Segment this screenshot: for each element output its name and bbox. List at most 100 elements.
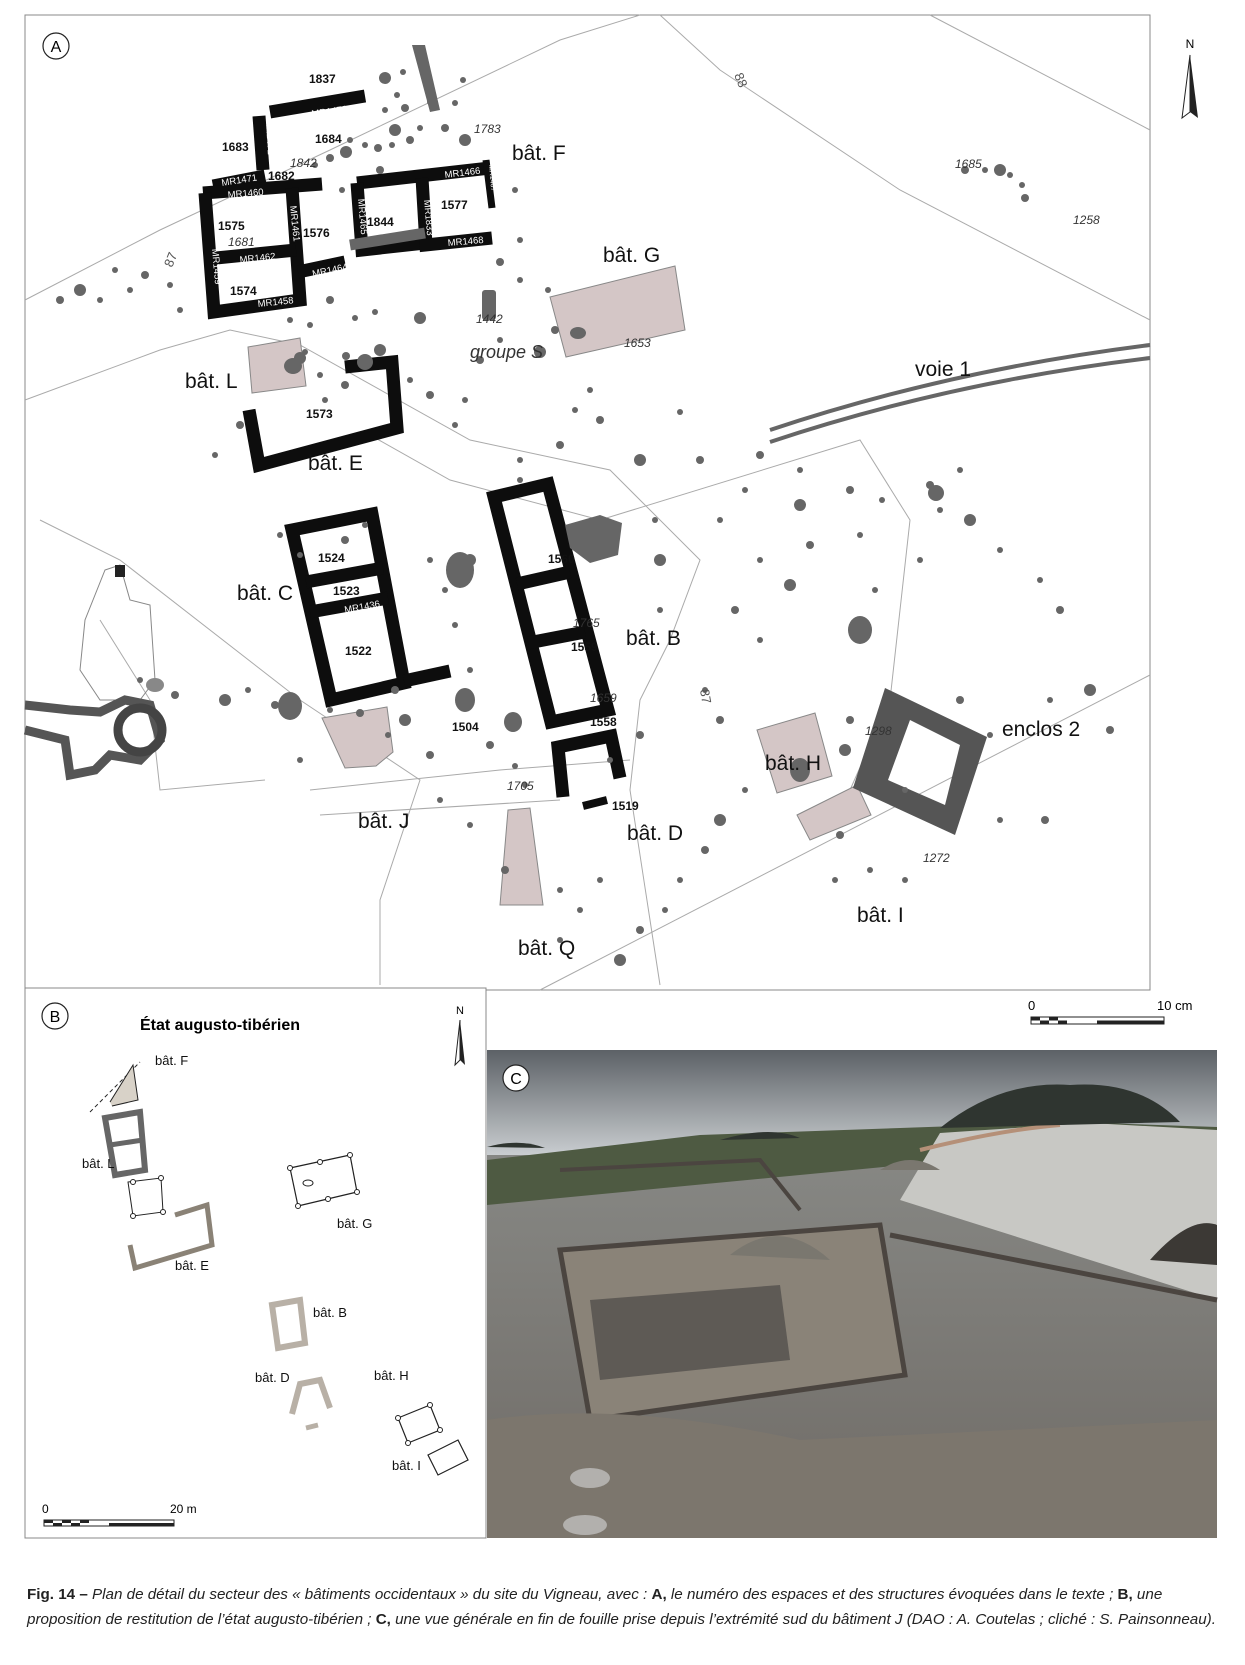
building-label: bât. G [603,244,660,267]
posthole [702,687,708,693]
svg-text:N: N [1186,37,1195,51]
pit [446,552,474,588]
posthole [340,146,352,158]
posthole [167,282,173,288]
north-arrow-icon: N [1181,37,1198,120]
posthole [362,522,368,528]
posthole [1019,182,1025,188]
posthole [557,937,563,943]
building-label: enclos 2 [1002,718,1080,741]
posthole [677,877,683,883]
panel-b-restitution: B État augusto-tibérien N [24,987,487,1539]
posthole [427,99,433,105]
building-label: voie 1 [915,358,971,381]
posthole [797,467,803,473]
wall-label: MR1473 [311,104,348,120]
posthole [177,307,183,313]
space-label: 1682 [268,169,295,183]
posthole [997,547,1003,553]
groupe-s-label: groupe S [470,342,543,362]
svg-text:B: B [50,1009,61,1026]
posthole [372,309,378,315]
posthole [497,337,503,343]
building-label: bât. D [627,822,683,845]
building-label: bât. Q [518,937,575,960]
posthole [476,356,484,364]
posthole [327,707,333,713]
posthole [394,92,400,98]
pit [848,616,872,644]
posthole [701,846,709,854]
posthole [742,487,748,493]
posthole [512,187,518,193]
posthole [127,287,133,293]
posthole [347,137,353,143]
posthole [556,441,564,449]
caption-key: B, [1117,1586,1133,1603]
wall-label: MR1459 [209,248,223,285]
posthole [867,867,873,873]
posthole [137,677,143,683]
structure-label: 1298 [865,724,892,738]
posthole [956,696,964,704]
posthole [872,587,878,593]
posthole [287,317,293,323]
space-label: 1558 [590,715,617,729]
pit [504,712,522,732]
posthole [879,497,885,503]
posthole [297,552,303,558]
space-label: 1560 [548,552,575,566]
pit [570,327,586,339]
pit [455,688,475,712]
space-label: 1684 [315,132,342,146]
structure-label: 1783 [474,122,501,136]
posthole [317,372,323,378]
posthole [1021,194,1029,202]
enclos-2-ditch [853,688,987,835]
posthole [714,814,726,826]
space-label: 1683 [222,140,249,154]
space-label: 1519 [612,799,639,813]
structure-label: 1659 [590,691,617,705]
caption-text: le numéro des espaces et des structures … [666,1586,1118,1603]
posthole [994,164,1006,176]
posthole [596,416,604,424]
posthole [757,637,763,643]
posthole [401,104,409,112]
structure-label: 1765 [573,616,600,630]
bat-j-footprint [321,706,394,769]
space-label: 1837 [309,72,336,86]
posthole [857,532,863,538]
posthole [677,409,683,415]
posthole [607,757,613,763]
posthole [557,887,563,893]
posthole [716,716,724,724]
posthole [389,124,401,136]
posthole [341,536,349,544]
voie-1-road [769,343,1151,444]
posthole [452,622,458,628]
posthole [297,757,303,763]
elongated-pit [412,45,440,112]
posthole [407,377,413,383]
bat-q-footprint [499,807,544,906]
space-label: 1574 [230,284,257,298]
structure-numbers: 1783 1842 1681 1442 1653 1765 1659 1705 … [228,122,1100,865]
building-label: bât. E [175,1258,209,1273]
posthole [312,162,318,168]
posthole [982,167,988,173]
contour-label: 88 [731,71,750,90]
wall-label: MR1461 [287,205,302,242]
walls [198,89,627,810]
space-label: 1524 [318,551,345,565]
contour-label: 87 [161,250,180,269]
posthole [1084,684,1096,696]
posthole [512,763,518,769]
bat-l-footprint [247,337,307,394]
posthole [522,782,528,788]
space-label: 1576 [303,226,330,240]
structure-label: 1258 [1073,213,1100,227]
posthole [171,691,179,699]
posthole [219,694,231,706]
space-label: 1523 [333,584,360,598]
